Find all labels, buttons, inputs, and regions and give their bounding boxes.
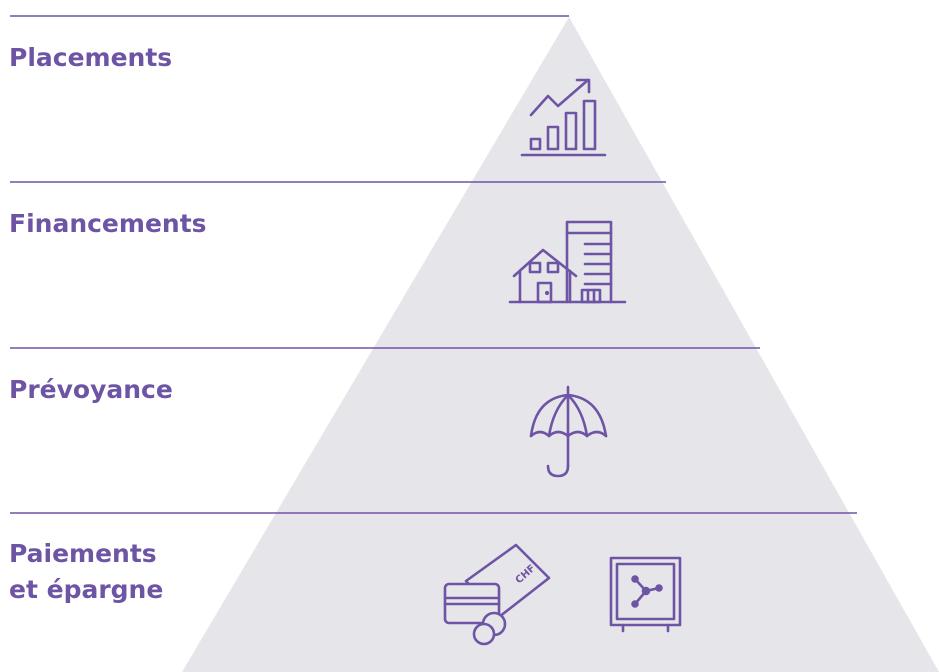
tier-label-paiements-epargne: Paiements et épargne (9, 536, 163, 608)
tier-label-line-2: et épargne (9, 575, 164, 604)
tier-label-financements: Financements (9, 209, 207, 238)
tier-label-line-1: Paiements (9, 539, 157, 568)
pyramid-shape (182, 17, 939, 672)
tier-label-prevoyance: Prévoyance (9, 375, 173, 404)
umbrella-icon (529, 385, 608, 478)
safe-icon (609, 556, 682, 633)
card-banknote-coins-icon: CHF (443, 543, 551, 646)
buildings-icon (508, 220, 627, 304)
tier-label-placements: Placements (9, 43, 173, 72)
chart-growth-icon (520, 78, 607, 157)
